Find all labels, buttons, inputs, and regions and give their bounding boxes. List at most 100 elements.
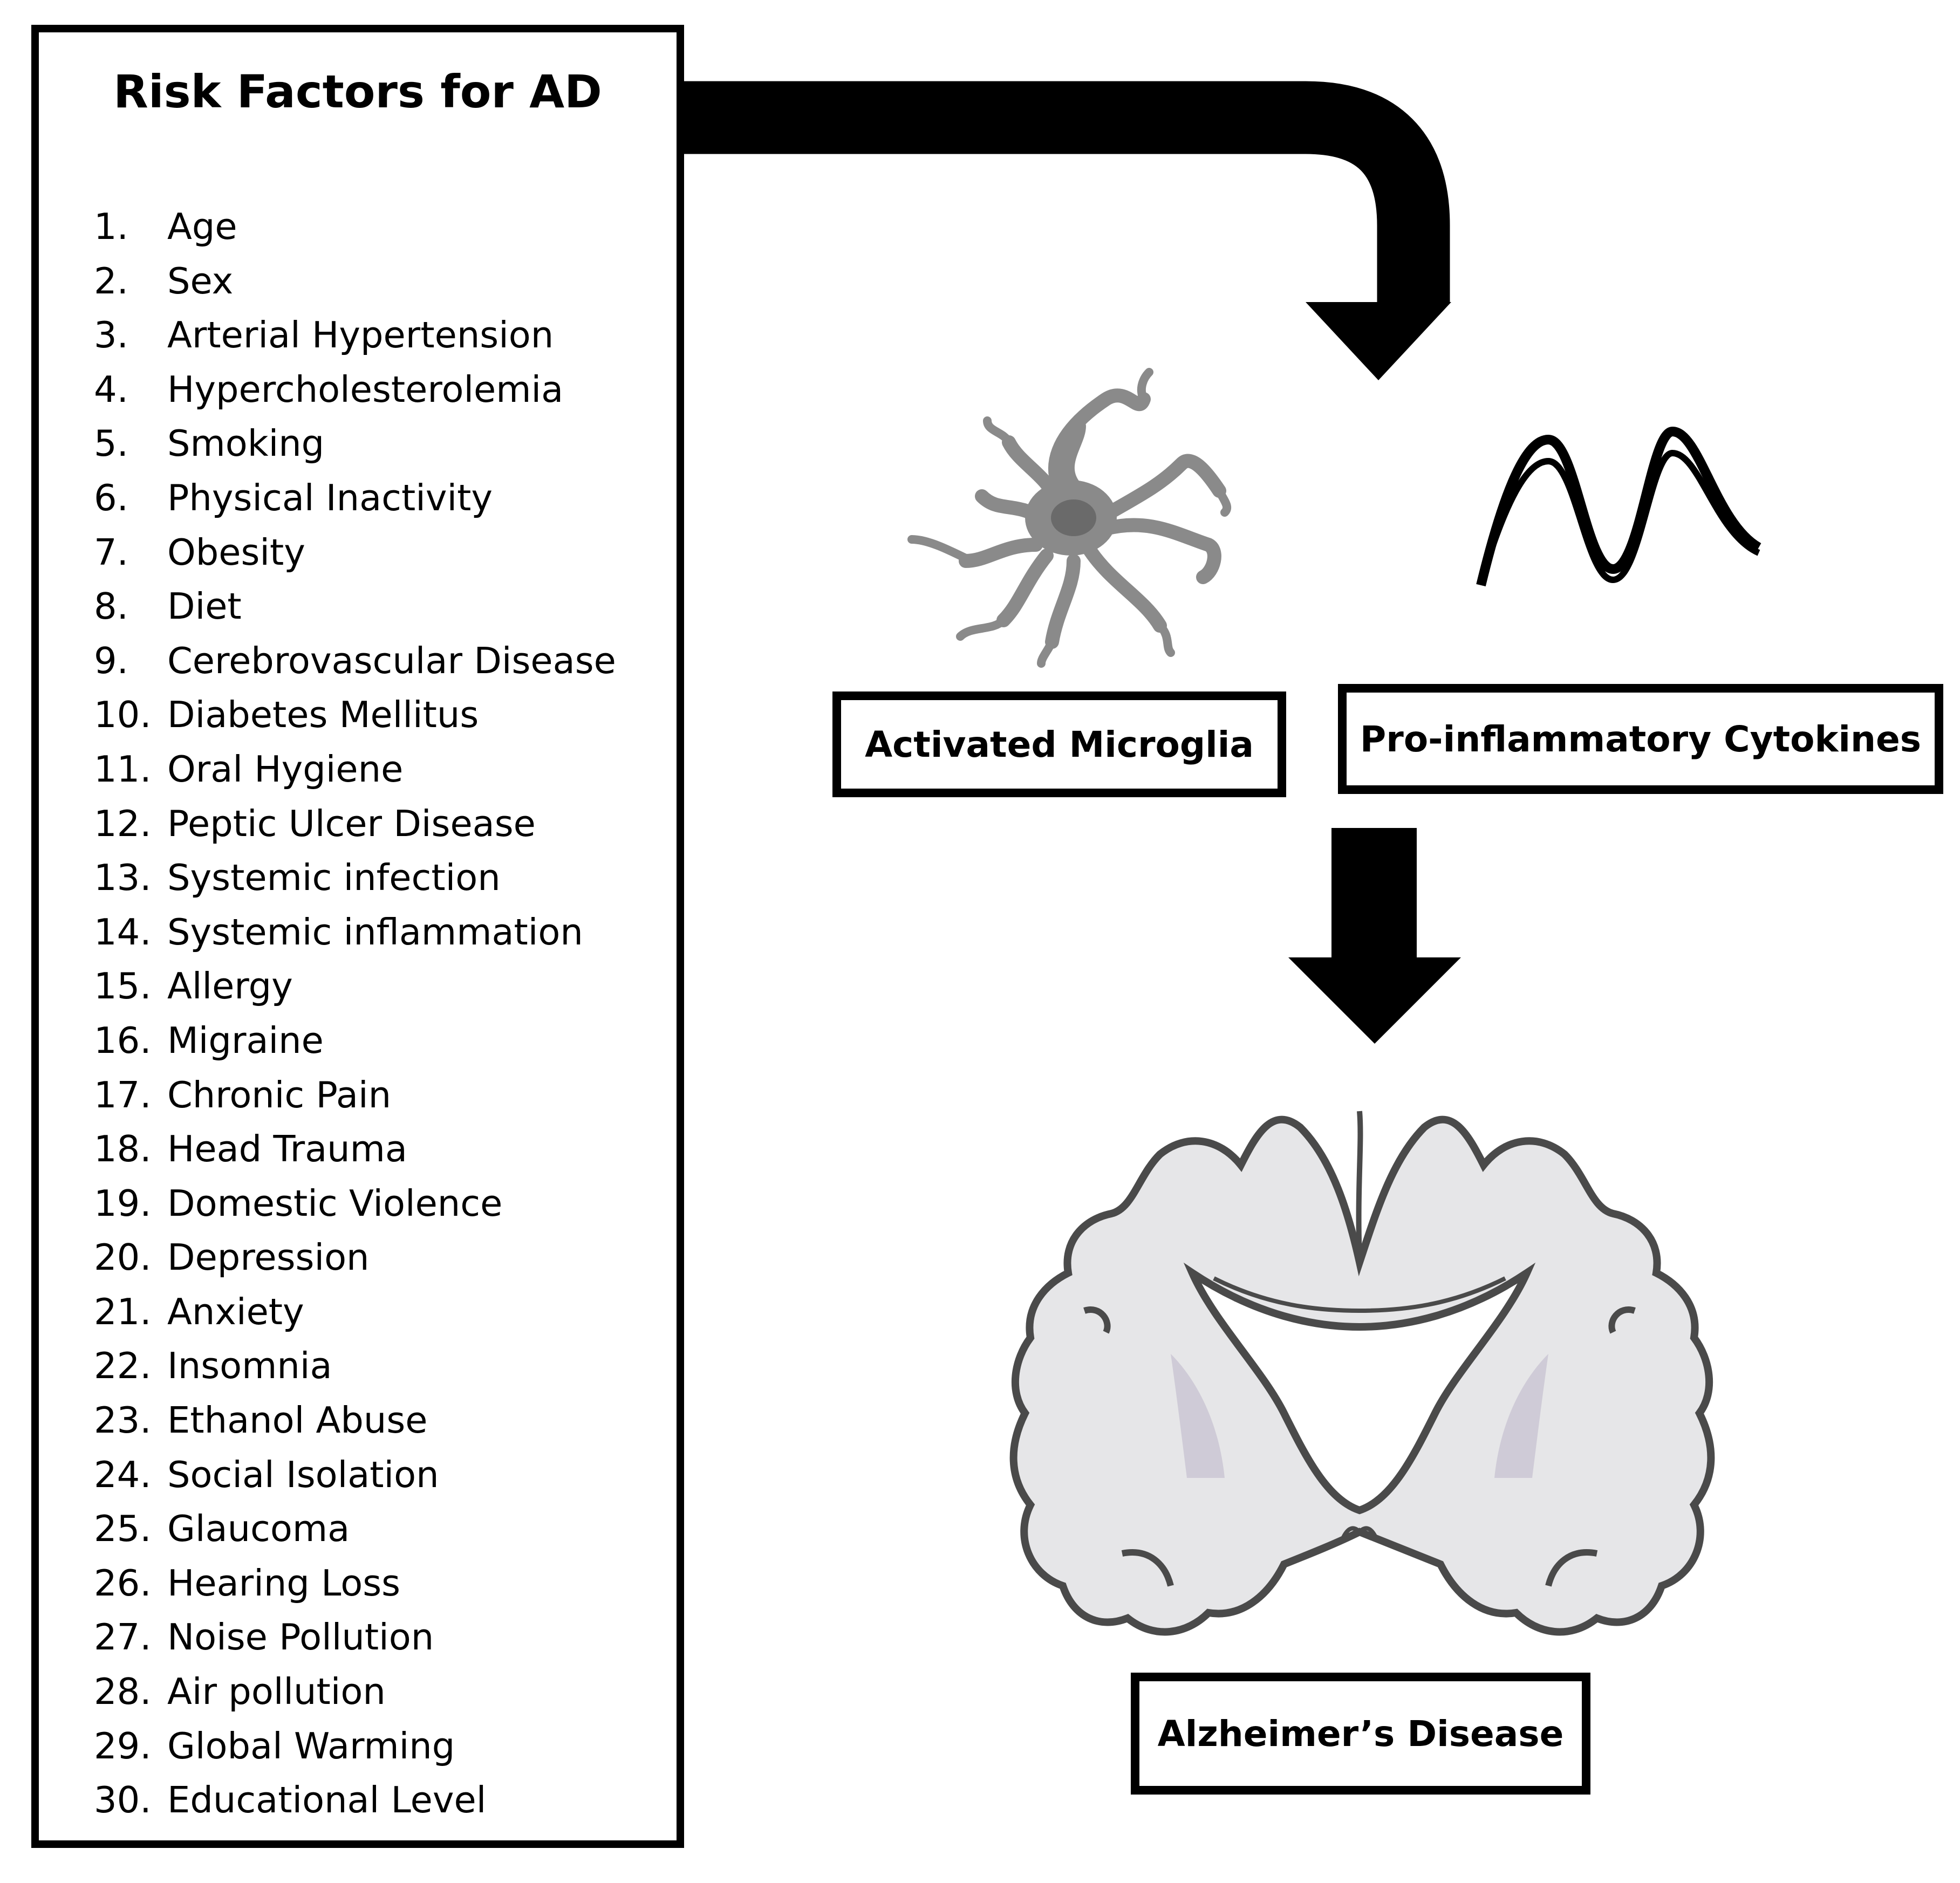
risk-factor-label: Cerebrovascular Disease xyxy=(167,639,616,682)
risk-factor-item: 7. Obesity xyxy=(94,525,616,580)
risk-factor-label: Smoking xyxy=(167,422,325,465)
risk-factor-label: Insomnia xyxy=(167,1345,332,1387)
risk-factor-label: Head Trauma xyxy=(167,1128,407,1170)
pro-inflammatory-cytokines-label: Pro-inflammatory Cytokines xyxy=(1338,684,1943,794)
risk-factor-label: Obesity xyxy=(167,531,305,573)
risk-factor-number: 15. xyxy=(94,965,152,1008)
risk-factor-label: Diet xyxy=(167,585,242,628)
risk-factor-item: 2. Sex xyxy=(94,254,616,309)
risk-factor-label: Oral Hygiene xyxy=(167,748,404,790)
risk-factor-number: 1. xyxy=(94,206,128,248)
down-arrow-inflammation-to-brain xyxy=(1288,828,1461,1044)
risk-factor-label: Air pollution xyxy=(167,1670,386,1713)
curved-arrow-risk-to-inflammation xyxy=(684,81,1451,380)
risk-factor-number: 20. xyxy=(94,1236,152,1279)
risk-factor-number: 30. xyxy=(94,1779,152,1822)
risk-factor-label: Diabetes Mellitus xyxy=(167,694,479,736)
risk-factor-item: 25. Glaucoma xyxy=(94,1502,616,1556)
risk-factor-number: 21. xyxy=(94,1290,152,1333)
risk-factor-label: Hearing Loss xyxy=(167,1562,401,1604)
risk-factor-label: Physical Inactivity xyxy=(167,476,493,519)
risk-factor-number: 2. xyxy=(94,259,128,302)
risk-factor-item: 5. Smoking xyxy=(94,416,616,471)
risk-factor-label: Sex xyxy=(167,259,234,302)
risk-factor-item: 1. Age xyxy=(94,200,616,254)
risk-factor-item: 30. Educational Level xyxy=(94,1773,616,1827)
risk-factor-item: 16. Migraine xyxy=(94,1014,616,1068)
risk-factor-number: 16. xyxy=(94,1019,152,1062)
risk-factor-number: 27. xyxy=(94,1616,152,1659)
risk-factor-item: 15.Allergy xyxy=(94,959,616,1014)
risk-factor-number: 22. xyxy=(94,1345,152,1387)
risk-factor-item: 12. Peptic Ulcer Disease xyxy=(94,797,616,851)
risk-factor-label: Arterial Hypertension xyxy=(167,314,554,357)
risk-factor-item: 22. Insomnia xyxy=(94,1339,616,1393)
risk-factor-label: Age xyxy=(167,206,237,248)
activated-microglia-label: Activated Microglia xyxy=(832,691,1286,797)
risk-factor-number: 7. xyxy=(94,531,128,573)
risk-factor-item: 14. Systemic inflammation xyxy=(94,905,616,960)
risk-factor-label: Chronic Pain xyxy=(167,1073,392,1116)
risk-factor-number: 17. xyxy=(94,1073,152,1116)
risk-factor-label: Depression xyxy=(167,1236,370,1279)
risk-factor-item: 26. Hearing Loss xyxy=(94,1556,616,1611)
risk-factor-number: 19. xyxy=(94,1182,152,1224)
risk-factor-number: 8. xyxy=(94,585,128,628)
risk-factor-item: 6. Physical Inactivity xyxy=(94,471,616,525)
risk-factor-label: Systemic infection xyxy=(167,857,501,899)
risk-factor-label: Anxiety xyxy=(167,1290,304,1333)
risk-factor-item: 4. Hypercholesterolemia xyxy=(94,362,616,417)
risk-factor-item: 17. Chronic Pain xyxy=(94,1068,616,1122)
risk-factors-list: 1. Age 2. Sex 3. Arterial Hypertension 4. Hyper… xyxy=(94,200,616,1827)
risk-factor-label: Ethanol Abuse xyxy=(167,1399,428,1442)
risk-factor-item: 8. Diet xyxy=(94,579,616,634)
risk-factor-item: 29. Global Warming xyxy=(94,1719,616,1774)
risk-factor-item: 10. Diabetes Mellitus xyxy=(94,688,616,742)
risk-factor-number: 24. xyxy=(94,1453,152,1496)
brain-coronal-section-icon xyxy=(1009,1111,1715,1636)
risk-factor-number: 29. xyxy=(94,1724,152,1767)
risk-factor-item: 24. Social Isolation xyxy=(94,1448,616,1502)
risk-factor-item: 28. Air pollution xyxy=(94,1665,616,1719)
risk-factor-number: 23. xyxy=(94,1399,152,1442)
risk-factor-label: Peptic Ulcer Disease xyxy=(167,802,536,845)
risk-factor-item: 21. Anxiety xyxy=(94,1285,616,1339)
risk-factor-number: 3. xyxy=(94,314,128,357)
risk-factor-label: Migraine xyxy=(167,1019,324,1062)
risk-factor-item: 19. Domestic Violence xyxy=(94,1176,616,1231)
microglia-cell-icon xyxy=(907,368,1232,668)
risk-factor-label: Domestic Violence xyxy=(167,1182,503,1224)
risk-factor-item: 23. Ethanol Abuse xyxy=(94,1393,616,1448)
risk-factors-title: Risk Factors for AD xyxy=(113,65,602,118)
risk-factor-label: Hypercholesterolemia xyxy=(167,368,564,410)
risk-factor-number: 18. xyxy=(94,1128,152,1170)
risk-factor-number: 14. xyxy=(94,910,152,953)
risk-factor-item: 20. Depression xyxy=(94,1230,616,1285)
risk-factor-number: 4. xyxy=(94,368,128,410)
risk-factor-number: 9. xyxy=(94,639,128,682)
risk-factor-item: 13. Systemic infection xyxy=(94,851,616,905)
risk-factor-label: Social Isolation xyxy=(167,1453,439,1496)
risk-factor-label: Glaucoma xyxy=(167,1508,350,1550)
risk-factor-label: Global Warming xyxy=(167,1724,455,1767)
risk-factors-panel: Risk Factors for AD 1. Age 2. Sex 3. Arterial… xyxy=(31,25,684,1848)
risk-factor-number: 10. xyxy=(94,694,152,736)
risk-factor-number: 13. xyxy=(94,857,152,899)
risk-factor-number: 6. xyxy=(94,476,128,519)
risk-factor-number: 26. xyxy=(94,1562,152,1604)
risk-factor-number: 11. xyxy=(94,748,152,790)
risk-factor-label: Noise Pollution xyxy=(167,1616,434,1659)
alzheimers-disease-label: Alzheimer’s Disease xyxy=(1131,1673,1590,1795)
cytokine-wave-icon xyxy=(1476,426,1761,587)
risk-factor-item: 11. Oral Hygiene xyxy=(94,742,616,797)
risk-factor-number: 12. xyxy=(94,802,152,845)
risk-factor-label: Educational Level xyxy=(167,1779,487,1822)
risk-factor-number: 5. xyxy=(94,422,128,465)
risk-factor-number: 28. xyxy=(94,1670,152,1713)
risk-factor-item: 27. Noise Pollution xyxy=(94,1610,616,1665)
risk-factor-label: Systemic inflammation xyxy=(167,910,583,953)
risk-factor-item: 18. Head Trauma xyxy=(94,1122,616,1176)
risk-factor-item: 9. Cerebrovascular Disease xyxy=(94,634,616,688)
risk-factor-number: 25. xyxy=(94,1508,152,1550)
